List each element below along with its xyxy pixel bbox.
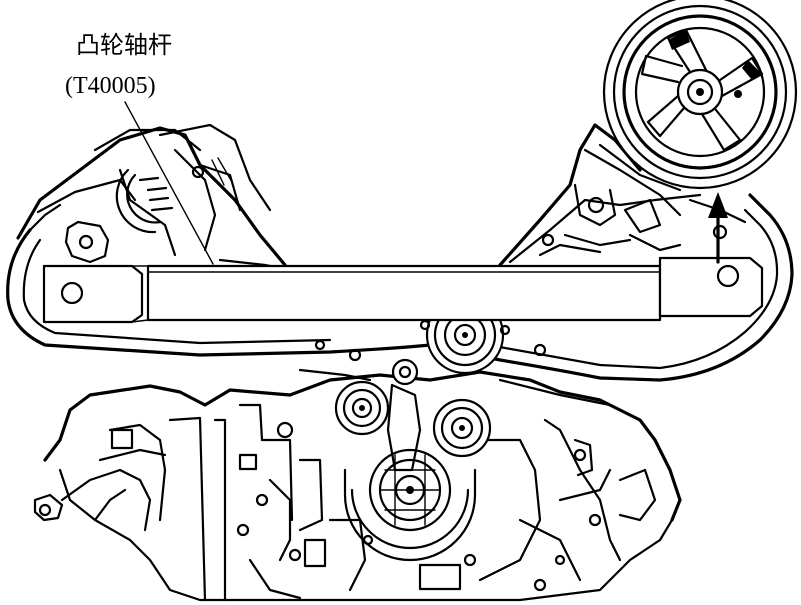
bolt-icon [348, 348, 362, 362]
right-cylinder-head [498, 123, 747, 267]
idler-pulley-right [432, 398, 492, 458]
camshaft-bar-tool [42, 256, 764, 324]
tool-name-label: 凸轮轴杆 [76, 32, 172, 59]
direction-arrow-icon [708, 192, 728, 264]
bolt-icon [314, 339, 326, 351]
timing-belt [6, 193, 794, 407]
engine-block [33, 370, 682, 602]
small-roller [391, 358, 419, 386]
idler-pulley-left [334, 380, 390, 436]
bolt-icon [533, 343, 547, 357]
camshaft-sprocket [602, 0, 798, 190]
tool-code-label: (T40005) [65, 73, 156, 99]
center-bracket [386, 383, 422, 472]
left-cylinder-head [16, 123, 292, 272]
